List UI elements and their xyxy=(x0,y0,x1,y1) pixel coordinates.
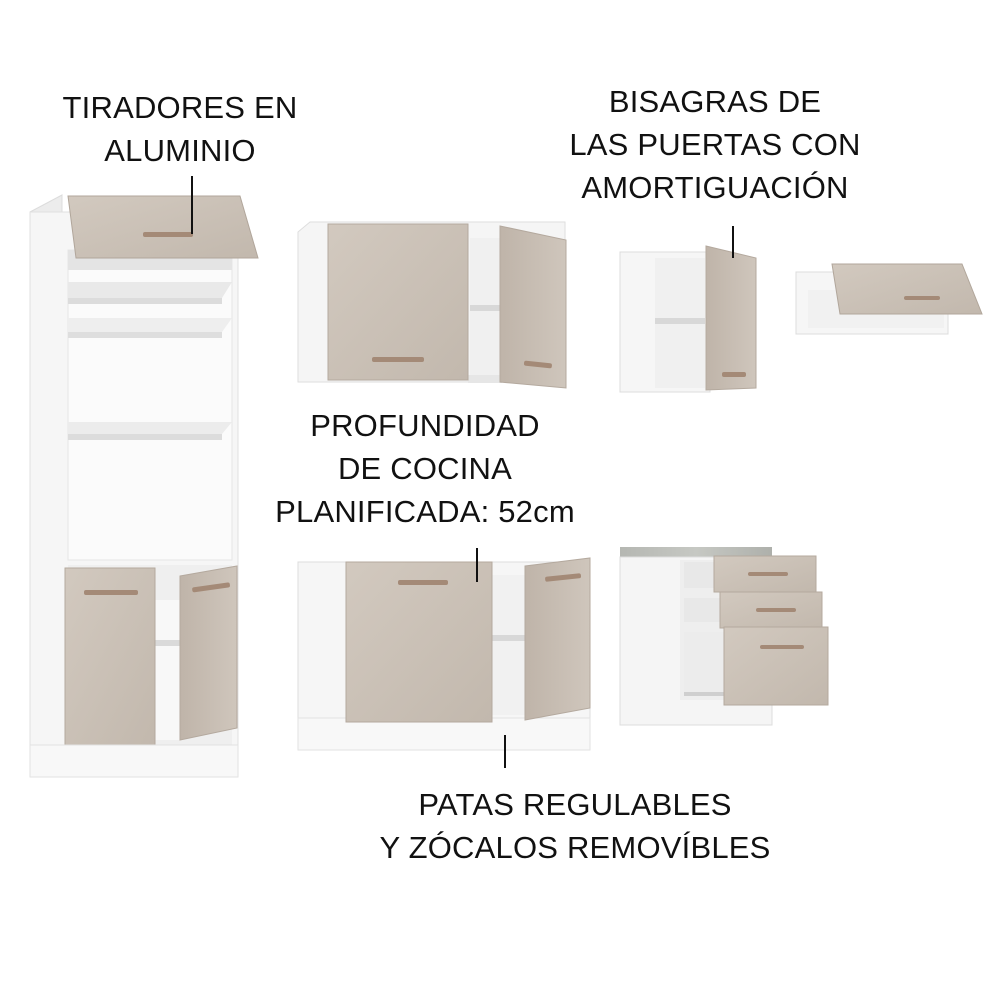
callout-line: DE COCINA xyxy=(337,451,513,486)
cabinet-door xyxy=(524,557,591,721)
tall-oven-cabinet xyxy=(29,194,259,778)
aluminium-handle xyxy=(760,645,804,649)
aluminium-handle xyxy=(84,590,138,595)
hinges-callout: BISAGRAS DE LAS PUERTAS CON AMORTIGUACIÓ… xyxy=(560,80,870,209)
small-lift-up-cabinet xyxy=(795,263,983,335)
shelf xyxy=(68,318,232,332)
cabinet-door xyxy=(345,561,493,723)
callout-line: LAS PUERTAS CON xyxy=(569,127,861,162)
shelf xyxy=(68,282,232,298)
aluminium-handle xyxy=(756,608,796,612)
sink-base-cabinet xyxy=(297,557,591,751)
callout-line: BISAGRAS DE xyxy=(608,84,822,119)
aluminium-handle xyxy=(398,580,448,585)
handles-callout: TIRADORES EN ALUMINIO xyxy=(55,86,305,172)
drawer-base-cabinet xyxy=(619,547,829,726)
removable-plinth xyxy=(297,717,591,751)
legs-callout: PATAS REGULABLES Y ZÓCALOS REMOVÍBLES xyxy=(370,783,780,869)
lift-up-door xyxy=(831,263,983,315)
cabinet-door xyxy=(705,245,757,391)
callout-line: PLANIFICADA: 52cm xyxy=(275,494,575,529)
aluminium-handle xyxy=(372,357,424,362)
aluminium-handle xyxy=(545,573,582,582)
countertop xyxy=(620,547,772,557)
shelf xyxy=(68,422,232,434)
aluminium-handle xyxy=(523,360,552,369)
callout-line: Y ZÓCALOS REMOVÍBLES xyxy=(379,830,771,865)
plinth xyxy=(29,744,239,778)
callout-line: AMORTIGUACIÓN xyxy=(581,170,849,205)
cabinet-door xyxy=(499,225,567,389)
aluminium-handle xyxy=(722,372,746,377)
cabinet-door xyxy=(179,565,238,741)
callout-line: PATAS REGULABLES xyxy=(418,787,732,822)
small-upper-cabinet xyxy=(619,245,757,393)
depth-callout: PROFUNDIDAD DE COCINA PLANIFICADA: 52cm xyxy=(270,404,580,533)
aluminium-handle xyxy=(143,232,193,237)
aluminium-handle xyxy=(904,296,940,300)
aluminium-handle xyxy=(748,572,788,576)
lift-up-door xyxy=(67,195,259,259)
callout-line: TIRADORES EN xyxy=(62,90,298,125)
callout-line: PROFUNDIDAD xyxy=(310,408,540,443)
upper-double-cabinet xyxy=(297,221,567,389)
aluminium-handle xyxy=(192,582,230,593)
callout-line: ALUMINIO xyxy=(104,133,256,168)
cabinet-door xyxy=(327,223,469,381)
drawer xyxy=(723,626,829,706)
